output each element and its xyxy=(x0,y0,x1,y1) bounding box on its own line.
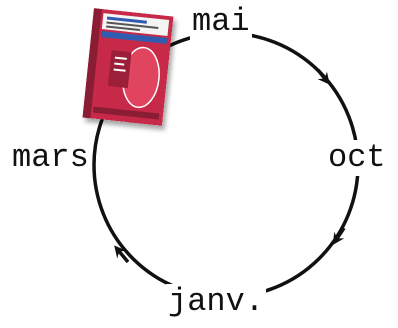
month-label-january: janv. xyxy=(166,283,267,320)
arrow-bottom-right xyxy=(332,227,346,245)
month-label-october: oct xyxy=(326,139,388,176)
month-label-march: mars xyxy=(10,139,91,176)
month-label-may: mai xyxy=(190,3,252,40)
arrow-bottom-left xyxy=(114,245,130,264)
book-cover-icon xyxy=(82,8,174,126)
arrow-top-right xyxy=(316,68,330,85)
